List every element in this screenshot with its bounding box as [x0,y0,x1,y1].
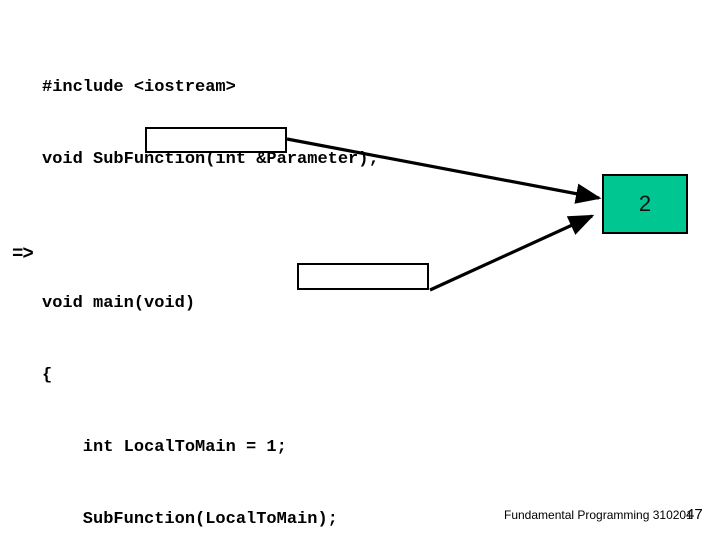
highlight-box-parameter [297,263,429,290]
footer-page-number: 47 [686,506,703,523]
code-listing: #include <iostream> void SubFunction(int… [42,28,470,540]
value-box-label: 2 [638,191,652,216]
value-box: 2 [602,174,688,234]
code-line: { [42,366,53,385]
execution-step-marker: => [12,243,34,265]
code-line: int LocalToMain = 1; [42,438,287,457]
code-line: SubFunction(LocalToMain); [42,510,338,529]
footer-course-title: Fundamental Programming 310201 [504,508,693,522]
code-line: #include <iostream> [42,78,236,97]
code-line: void main(void) [42,294,196,313]
code-line [42,220,470,244]
highlight-box-local-to-main [145,127,287,153]
